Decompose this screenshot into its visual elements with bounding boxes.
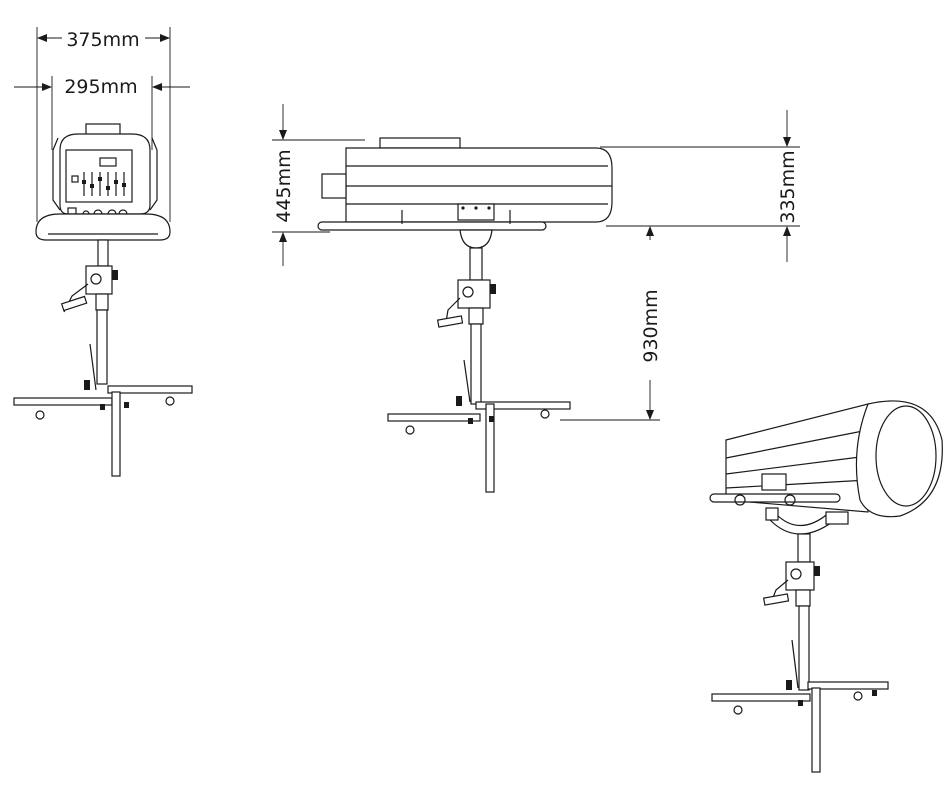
perspective-view <box>709 400 943 773</box>
stand-height-label: 930mm <box>640 289 662 362</box>
side-total-height-label: 445mm <box>273 149 295 222</box>
side-view <box>272 104 800 493</box>
front-view <box>13 27 193 477</box>
front-outer-width-label: 375mm <box>66 29 139 51</box>
side-body-height-label: 335mm <box>777 150 799 223</box>
fader-bank <box>82 172 126 196</box>
front-inner-width-label: 295mm <box>64 76 137 98</box>
